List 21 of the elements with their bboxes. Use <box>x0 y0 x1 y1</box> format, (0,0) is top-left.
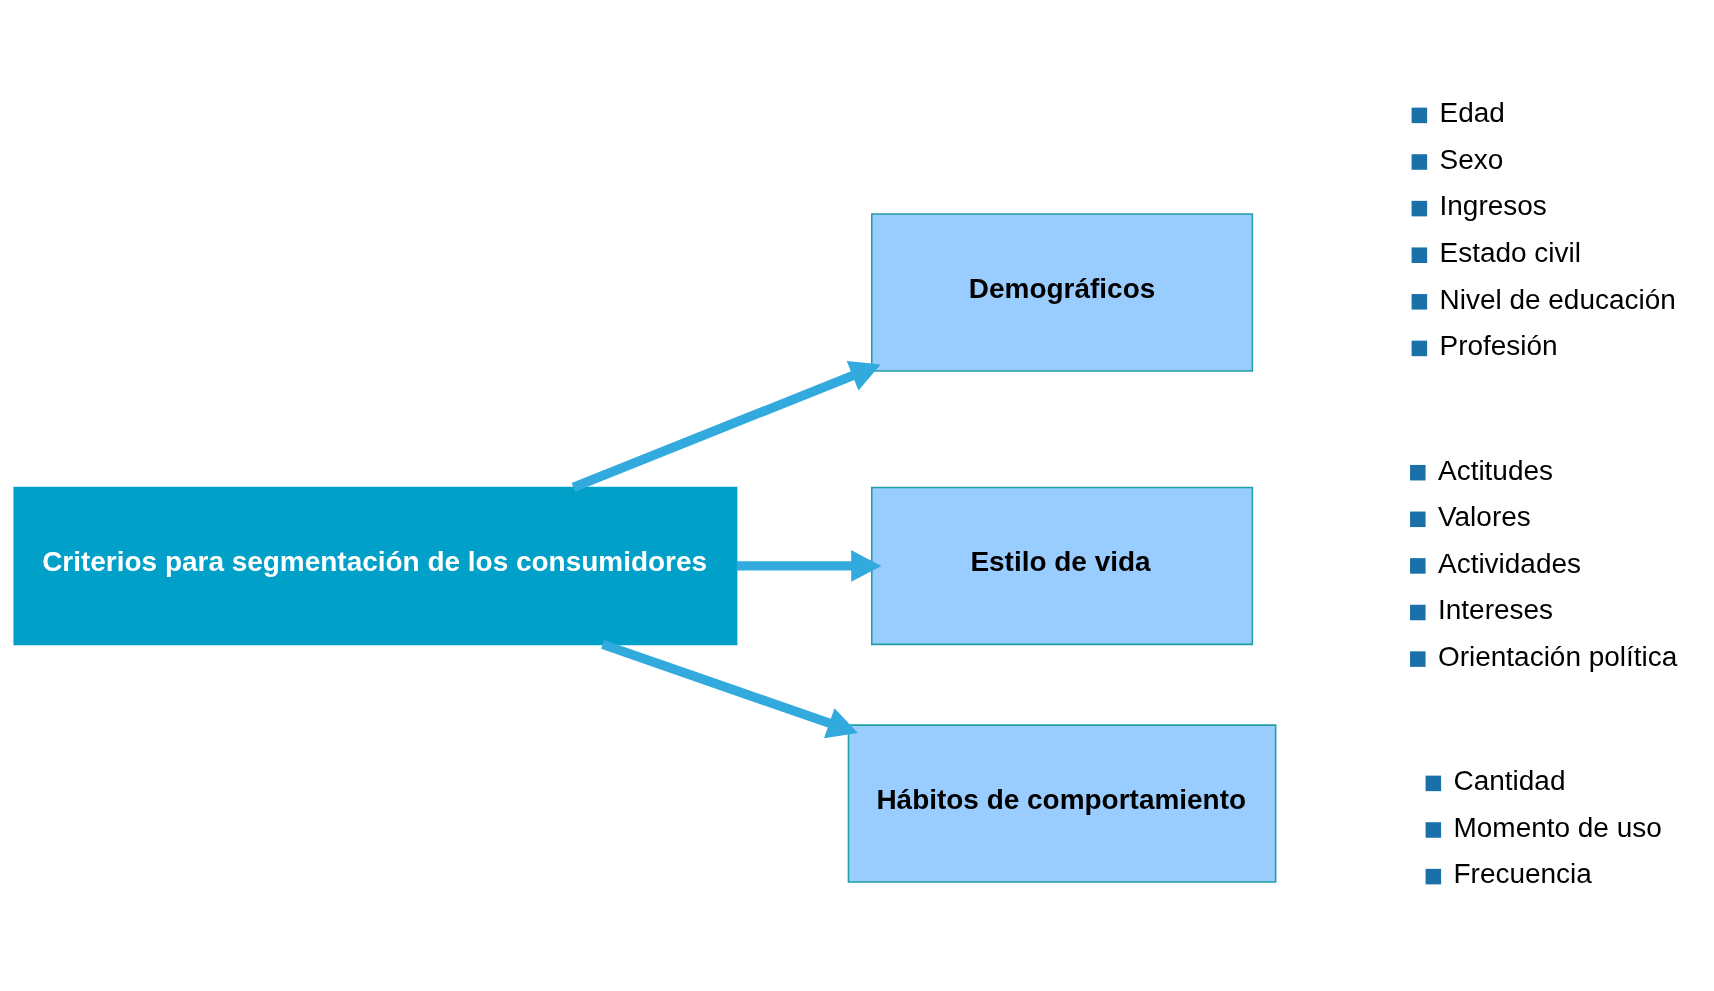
node-label: Actitudes <box>1438 454 1553 486</box>
arrow <box>601 639 858 738</box>
node-label: Estado civil <box>1439 236 1581 268</box>
node-box: Demográficos <box>871 212 1254 372</box>
node-label: Intereses <box>1438 593 1553 625</box>
node-label: Cantidad <box>1453 764 1566 796</box>
node-box: Estilo de vida <box>871 486 1254 645</box>
node-label: Orientación política <box>1438 640 1678 672</box>
node-label: Sexo <box>1439 143 1504 175</box>
node-label: Ingresos <box>1439 189 1547 221</box>
arrow <box>736 549 882 582</box>
node-label: Nivel de educación <box>1439 283 1676 315</box>
node-label: Edad <box>1439 96 1505 128</box>
node-label: Profesión <box>1439 329 1558 361</box>
node-box: Criterios para segmentación de los consumidores <box>13 486 738 645</box>
node-box: Hábitos de comportamiento <box>847 723 1277 883</box>
node-label: Actividades <box>1438 547 1581 579</box>
node-label: Valores <box>1438 500 1531 532</box>
node-label: Frecuencia <box>1453 857 1592 889</box>
arrow <box>571 360 881 492</box>
node-label: Momento de uso <box>1453 811 1662 843</box>
